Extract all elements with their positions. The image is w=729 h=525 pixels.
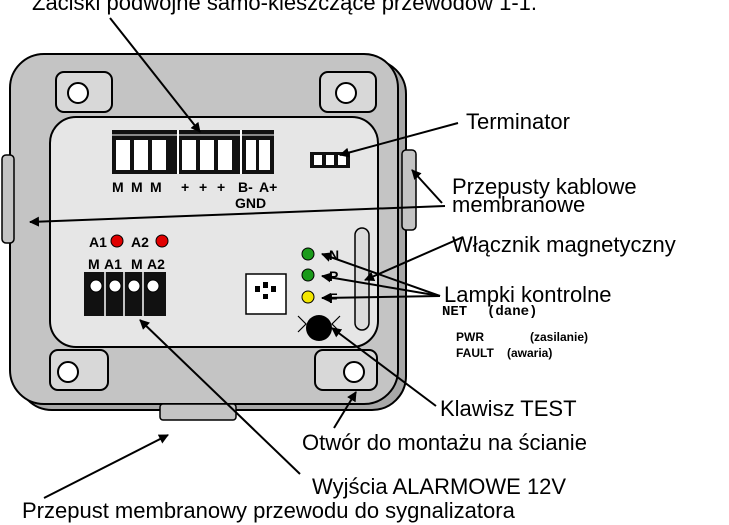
alarm-terminal-label-a1: A1 <box>104 256 122 272</box>
terminal-label-plus2: + <box>199 179 208 195</box>
alarm-terminal-label-a2: A2 <box>147 256 165 272</box>
status-letter-n: N <box>329 247 340 263</box>
lamp-net-code: NET <box>442 304 468 320</box>
led-pwr <box>301 268 315 282</box>
terminal-label-plus1: + <box>181 179 190 195</box>
label-magnetic-switch: Włącznik magnetyczny <box>452 232 676 257</box>
lamp-pwr-code: PWR <box>456 330 484 344</box>
alarm-terminal-label-m1: M <box>88 256 100 272</box>
led-label-a2: A2 <box>131 234 149 250</box>
terminal-label-m3: M <box>150 179 162 195</box>
rj-connector <box>245 273 287 315</box>
terminal-label-gnd: GND <box>235 195 267 211</box>
terminal-label-m1: M <box>112 179 124 195</box>
callout-arrows <box>29 17 464 499</box>
right-cable-gland <box>401 149 417 231</box>
status-letter-p: P <box>329 268 339 284</box>
alarm-terminal-block <box>84 272 166 316</box>
lamp-fault-desc: (awaria) <box>507 346 553 360</box>
label-alarm-outputs: Wyjścia ALARMOWE 12V <box>312 474 567 499</box>
lamp-pwr-desc: (zasilanie) <box>530 330 589 344</box>
led-a1 <box>110 234 124 248</box>
test-button <box>297 315 341 341</box>
led-a2 <box>155 234 169 248</box>
label-indicator-lamps: Lampki kontrolne <box>444 282 612 307</box>
terminal-label-b-minus: B- <box>238 179 253 195</box>
bottom-cable-gland <box>159 403 237 421</box>
label-terminator: Terminator <box>466 109 570 134</box>
led-fault <box>301 290 315 304</box>
led-net <box>301 247 315 261</box>
label-cable-glands-line2: membranowe <box>452 192 586 217</box>
terminal-label-plus3: + <box>217 179 226 195</box>
label-terminals: Zaciski podwójne samo-kleszczące przewod… <box>32 0 537 15</box>
label-siren-gland: Przepust membranowy przewodu do sygnaliz… <box>22 498 515 523</box>
terminal-label-m2: M <box>131 179 143 195</box>
terminal-label-a-plus: A+ <box>259 179 278 195</box>
label-test-key: Klawisz TEST <box>440 396 577 421</box>
lamp-fault-code: FAULT <box>456 346 494 360</box>
led-label-a1: A1 <box>89 234 107 250</box>
alarm-terminal-label-m2: M <box>131 256 143 272</box>
left-cable-gland <box>1 154 15 244</box>
lamp-net-desc: (dane) <box>487 304 538 320</box>
mounting-holes <box>49 71 378 391</box>
status-letter-f: F <box>329 290 338 306</box>
label-mounting-hole: Otwór do montażu na ścianie <box>302 430 587 455</box>
label-cable-glands-line1: Przepusty kablowe <box>452 174 637 199</box>
main-terminal-block <box>112 130 274 174</box>
